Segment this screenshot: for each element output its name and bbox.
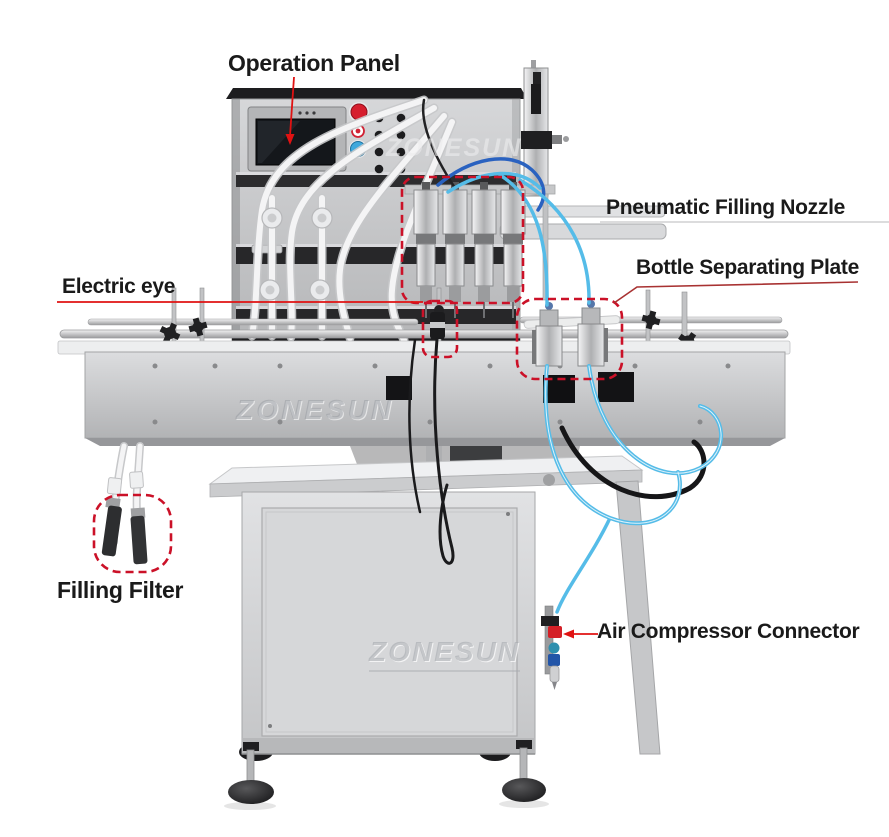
watermark-panel: ZONESUN bbox=[386, 134, 523, 162]
separator-cylinder-left bbox=[532, 302, 563, 367]
bottle-plate-pointer-line bbox=[613, 281, 859, 304]
front-feet bbox=[224, 740, 549, 810]
filter-nozzles bbox=[101, 497, 148, 565]
filling-filter-dashed-box bbox=[92, 493, 173, 574]
annotation-graphics bbox=[57, 76, 889, 639]
watermark-cabinet: ZONESUN bbox=[369, 636, 520, 672]
filling-filter-assembly bbox=[101, 442, 148, 565]
label-operation-panel: Operation Panel bbox=[228, 50, 400, 76]
electric-eye-dashed-box bbox=[421, 299, 459, 359]
air-tubes-and-cables bbox=[408, 98, 724, 614]
machine-stand bbox=[208, 446, 661, 810]
air-connector-arrow bbox=[563, 629, 598, 639]
separator-cylinder-right bbox=[577, 300, 608, 367]
operation-panel-display bbox=[247, 106, 347, 254]
label-pneumatic-filling-nozzle: Pneumatic Filling Nozzle bbox=[606, 196, 845, 219]
label-air-compressor-connector: Air Compressor Connector bbox=[597, 620, 860, 643]
air-cylinder-column bbox=[521, 60, 569, 197]
watermark-conveyor: ZONESUN bbox=[236, 394, 394, 425]
label-filling-filter: Filling Filter bbox=[57, 577, 184, 603]
label-electric-eye: Electric eye bbox=[62, 275, 176, 298]
electric-eye-sensor bbox=[430, 305, 445, 339]
air-compressor-connector bbox=[541, 605, 562, 690]
operation-panel-arrow bbox=[285, 76, 295, 145]
bottle-separating-plate bbox=[523, 300, 621, 367]
check-valves bbox=[259, 207, 333, 301]
separating-plate-dashed-box bbox=[515, 297, 624, 381]
label-bottle-separating-plate: Bottle Separating Plate bbox=[636, 256, 859, 279]
nozzle-dashed-box bbox=[400, 175, 525, 305]
